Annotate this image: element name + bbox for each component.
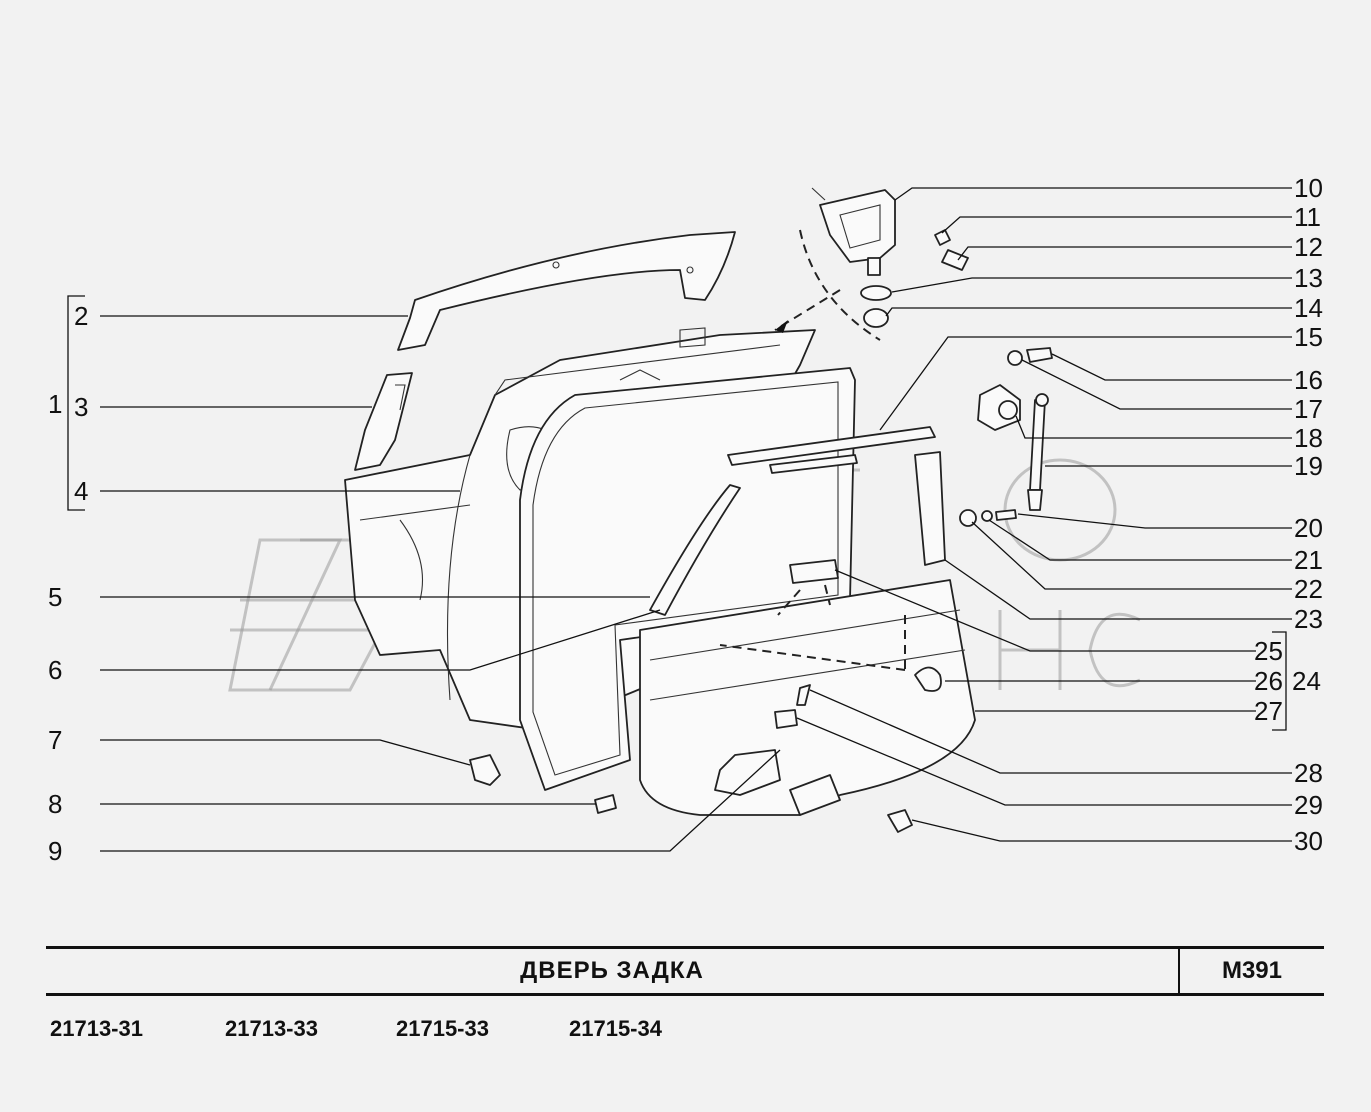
title-block: ДВЕРЬ ЗАДКА М391 bbox=[46, 946, 1324, 996]
callout-30: 30 bbox=[1294, 826, 1323, 856]
callout-20: 20 bbox=[1294, 513, 1323, 543]
page-title: ДВЕРЬ ЗАДКА bbox=[520, 957, 704, 984]
model-code: 21715-33 bbox=[396, 1016, 489, 1041]
hinge-drawing bbox=[774, 187, 969, 341]
callout-24: 24 bbox=[1292, 666, 1321, 696]
callout-2: 2 bbox=[74, 301, 88, 331]
callout-12: 12 bbox=[1294, 232, 1323, 262]
model-code: 21713-31 bbox=[50, 1016, 143, 1041]
callout-3: 3 bbox=[74, 392, 88, 422]
callout-numbers: 1 2 3 4 5 6 7 8 9 10 11 12 13 14 15 16 1… bbox=[48, 173, 1323, 866]
callout-13: 13 bbox=[1294, 263, 1323, 293]
leader-lines bbox=[100, 187, 1292, 852]
callout-15: 15 bbox=[1294, 322, 1323, 352]
upper-trim-drawing bbox=[397, 231, 736, 351]
callout-11: 11 bbox=[1294, 202, 1321, 232]
diagram-code: М391 bbox=[1221, 957, 1283, 984]
gas-strut-drawing bbox=[959, 347, 1053, 527]
callout-27: 27 bbox=[1254, 696, 1283, 726]
small-parts-drawing bbox=[469, 584, 942, 833]
callout-21: 21 bbox=[1294, 545, 1323, 575]
callout-28: 28 bbox=[1294, 758, 1323, 788]
callout-1: 1 bbox=[48, 389, 62, 419]
callout-10: 10 bbox=[1294, 173, 1323, 203]
title-divider bbox=[1178, 949, 1180, 993]
callout-14: 14 bbox=[1294, 293, 1323, 323]
callout-29: 29 bbox=[1294, 790, 1323, 820]
callout-26: 26 bbox=[1254, 666, 1283, 696]
callout-4: 4 bbox=[74, 476, 88, 506]
callout-8: 8 bbox=[48, 789, 62, 819]
model-code: 21715-34 bbox=[569, 1016, 662, 1041]
callout-5: 5 bbox=[48, 582, 62, 612]
model-code: 21713-33 bbox=[225, 1016, 318, 1041]
callout-7: 7 bbox=[48, 725, 62, 755]
callout-23: 23 bbox=[1294, 604, 1323, 634]
moldings-drawing bbox=[649, 426, 946, 616]
callout-16: 16 bbox=[1294, 365, 1323, 395]
group-24-bracket bbox=[1272, 631, 1287, 731]
callout-9: 9 bbox=[48, 836, 62, 866]
callout-18: 18 bbox=[1294, 423, 1323, 453]
callout-22: 22 bbox=[1294, 574, 1323, 604]
side-trim-drawing bbox=[354, 372, 413, 471]
callout-6: 6 bbox=[48, 655, 62, 685]
callout-25: 25 bbox=[1254, 636, 1283, 666]
group-1-bracket bbox=[67, 295, 85, 511]
callout-17: 17 bbox=[1294, 394, 1323, 424]
callout-19: 19 bbox=[1294, 451, 1323, 481]
